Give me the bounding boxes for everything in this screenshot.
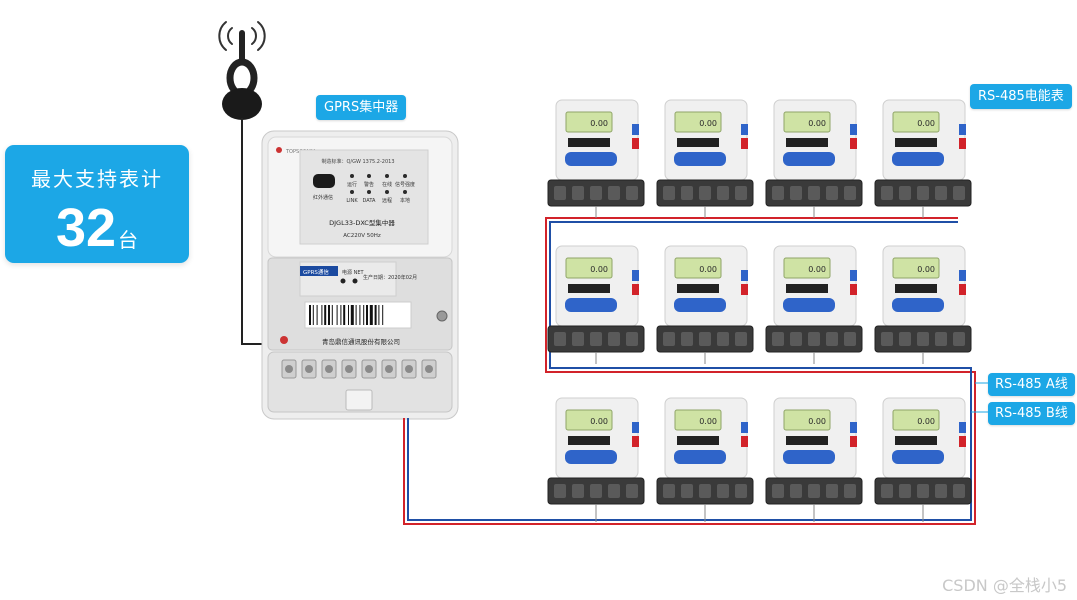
watermark: CSDN @全栈小5 xyxy=(942,576,1067,595)
rs485-meter: 0.00 xyxy=(765,99,863,218)
meter-reading: 0.00 xyxy=(699,265,717,274)
indicator-label: DATA xyxy=(363,198,376,204)
indicator-label: 信号强度 xyxy=(395,181,415,188)
rs485-meter: 0.00 xyxy=(765,245,863,364)
indicator-label: LINK xyxy=(346,198,358,204)
wireless-signal-icon xyxy=(218,21,266,51)
concentrator-standard: 制造标准：Q/GW 1375.2-2013 xyxy=(321,158,394,165)
concentrator: TOPSCOMM 制造标准：Q/GW 1375.2-2013 红外通信 运行 警… xyxy=(261,130,459,420)
indicator-label: 本地 xyxy=(400,197,410,204)
rs485-meter: 0.00 xyxy=(547,397,645,522)
meter-reading: 0.00 xyxy=(808,119,826,128)
company-name: 青岛鼎信通讯股份有限公司 xyxy=(322,337,400,346)
concentrator-tag: GPRS集中器 xyxy=(316,95,407,120)
indicator-label: 远程 xyxy=(382,197,392,204)
meter-reading: 0.00 xyxy=(590,265,608,274)
meter-reading: 0.00 xyxy=(699,119,717,128)
line-b-tag: RS-485 B线 xyxy=(988,402,1075,425)
meter-reading: 0.00 xyxy=(917,119,935,128)
rs485-meter: 0.00 xyxy=(547,99,645,218)
meter-reading: 0.00 xyxy=(699,417,717,426)
meter-reading: 0.00 xyxy=(808,265,826,274)
rs485-meter: 0.00 xyxy=(547,245,645,364)
rs485-meter: 0.00 xyxy=(874,397,972,522)
concentrator-model: DJGL33-DXC型集中器 xyxy=(329,218,395,227)
concentrator-power: AC220V 50Hz xyxy=(343,233,381,239)
indicator-label: 运行 xyxy=(347,181,357,188)
indicator-label: 在线 xyxy=(382,181,392,188)
meter-tag: RS-485电能表 xyxy=(970,84,1072,109)
module-label: GPRS通信 xyxy=(303,268,329,276)
ir-label: 红外通信 xyxy=(313,194,333,201)
rs485-meter: 0.00 xyxy=(874,245,972,364)
rs485-meter: 0.00 xyxy=(765,397,863,522)
stat-card-title: 最大支持表计 xyxy=(31,167,163,191)
meter-reading: 0.00 xyxy=(917,417,935,426)
meter-reading: 0.00 xyxy=(590,119,608,128)
indicator-label: 警告 xyxy=(364,181,374,188)
rs485-meter: 0.00 xyxy=(656,397,754,522)
line-a-tag: RS-485 A线 xyxy=(988,373,1075,396)
antenna xyxy=(222,30,268,345)
module-sub: 电源 NET xyxy=(342,269,364,276)
meter-reading: 0.00 xyxy=(917,265,935,274)
rs485-meter: 0.00 xyxy=(874,99,972,218)
stat-card-number: 32 xyxy=(55,198,117,258)
rs485-meter: 0.00 xyxy=(656,245,754,364)
meter-reading: 0.00 xyxy=(808,417,826,426)
rs485-meter: 0.00 xyxy=(656,99,754,218)
production-date: 生产日期：2020年02月 xyxy=(363,274,417,281)
meter-reading: 0.00 xyxy=(590,417,608,426)
svg-text:TOPSCOMM: TOPSCOMM xyxy=(285,149,315,155)
stat-card-unit: 台 xyxy=(118,227,139,252)
